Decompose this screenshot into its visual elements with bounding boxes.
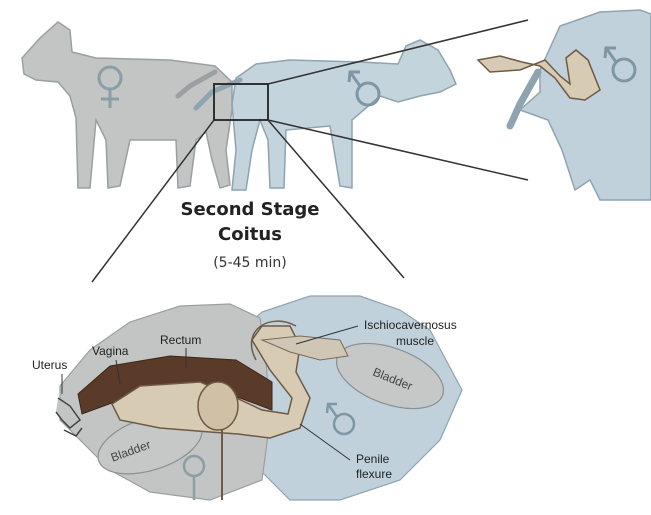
title-duration: (5-45 min)	[213, 255, 287, 271]
label-muscle: muscle	[396, 334, 435, 348]
label-flexure: flexure	[356, 467, 393, 481]
label-rectum: Rectum	[160, 333, 202, 347]
label-penile: Penile	[356, 452, 390, 466]
title-line2: Coitus	[218, 224, 282, 245]
title-line1: Second Stage	[180, 199, 320, 220]
female-dog-silhouette	[21, 21, 233, 189]
male-dog-silhouette	[193, 39, 457, 191]
zoom-box	[213, 83, 269, 121]
cross-section	[55, 295, 463, 501]
label-leaders	[61, 325, 359, 461]
male-symbol-icon-section	[325, 402, 356, 436]
label-vagina: Vagina	[92, 344, 129, 358]
male-symbol-icon-inset	[603, 46, 637, 83]
female-symbol-icon	[97, 65, 123, 108]
zoom-inset-male	[476, 9, 651, 201]
male-symbol-icon	[347, 70, 381, 107]
female-symbol-icon-section	[182, 454, 206, 500]
label-ischiocavernosus: Ischiocavernosus	[364, 318, 457, 332]
zoom-lines	[91, 19, 529, 283]
label-uterus: Uterus	[32, 358, 68, 372]
